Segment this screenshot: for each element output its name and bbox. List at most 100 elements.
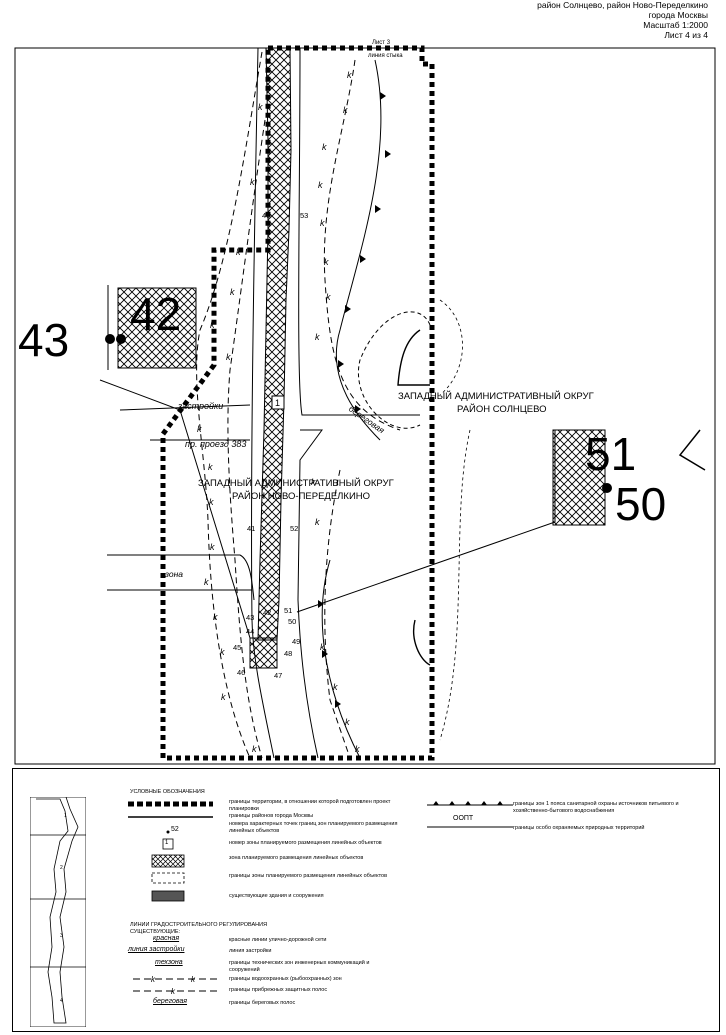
legend-symbols-right: [427, 801, 513, 828]
point-marker-42: [116, 334, 126, 344]
svg-text:k: k: [355, 744, 360, 754]
match-line-label: линия стыка: [368, 53, 403, 59]
line-text-techzone: границы технических зон инженерных комму…: [229, 960, 370, 973]
line-text-building: линия застройки: [229, 948, 272, 954]
svg-text:k: k: [210, 320, 215, 330]
legend-item-zone-border: границы зоны планируемого размещения лин…: [229, 873, 388, 879]
big-number-42: 42: [130, 288, 181, 340]
oopt-sample: ООПТ: [453, 815, 474, 822]
svg-text:k: k: [347, 70, 352, 80]
sanitary-zone-ticks: [338, 92, 391, 413]
svg-text:k: k: [324, 257, 329, 267]
svg-text:k: k: [315, 517, 320, 527]
point-marker-50: [602, 483, 612, 493]
district-east-line1: ЗАПАДНЫЙ АДМИНИСТРАТИВНЫЙ ОКРУГ: [398, 390, 594, 402]
water-protection-zone-east: [323, 59, 401, 431]
svg-text:k: k: [221, 692, 226, 702]
east-link-line: [296, 430, 556, 613]
header-districts: район Солнцево, район Ново-Переделкино: [537, 0, 708, 10]
point-label: 41: [247, 524, 255, 533]
line-sample-red: красная: [153, 935, 180, 942]
legend-item-zone-number: номер зоны планируемого размещения линей…: [229, 840, 382, 846]
zone-number: 1: [275, 398, 280, 408]
line-sample-techzone: техзона: [155, 959, 183, 966]
point-marker-43: [105, 334, 115, 344]
block-50-51: [552, 429, 606, 526]
legend: 1 2 3 4 УСЛОВНЫЕ ОБОЗНАЧЕНИЯ 52 1 границ…: [12, 768, 720, 1032]
svg-text:k: k: [333, 682, 338, 692]
svg-text:k: k: [220, 647, 225, 657]
point-label: 53: [300, 211, 308, 220]
water-protection-zone-west: [196, 51, 263, 759]
line-text-coastal-strip: границы прибрежных защитных полос: [229, 987, 328, 993]
map-frame: [14, 47, 716, 765]
point-label: 46: [237, 668, 245, 677]
road-edge-east-south: [297, 429, 323, 759]
regulation-subtitle: СУЩЕСТВУЮЩИЕ:: [130, 928, 181, 935]
point-label: 52: [290, 524, 298, 533]
point-label: 51: [284, 606, 292, 615]
zone-number-box: [271, 395, 285, 410]
legend-item-district-borders: границы районов города Москвы: [229, 813, 314, 819]
sanitary-zone-ticks-2: [318, 600, 341, 708]
key-map: 1 2 3 4: [30, 797, 86, 1027]
point-label: 45: [233, 643, 241, 652]
line-text-water-protection: границы водоохранных (рыбоохранных) зон: [229, 976, 342, 982]
svg-text:k: k: [311, 477, 316, 487]
line-sample-shore: береговая: [153, 998, 188, 1005]
key-map-sheet-2: 2: [60, 865, 63, 871]
line-text-red: красные линии улично-дорожной сети: [229, 937, 327, 943]
svg-text:k: k: [226, 352, 231, 362]
coastal-strip-west: [227, 119, 266, 759]
line-samples-water: k k k: [133, 975, 219, 996]
svg-text:k: k: [236, 247, 241, 257]
legend-right-oopt: границы особо охраняемых природных терри…: [513, 825, 645, 831]
building-line-west: [119, 404, 251, 411]
sheet-ref-label: Лист 3: [372, 40, 391, 46]
svg-text:k: k: [318, 180, 323, 190]
district-west-line2: РАЙОН НОВО-ПЕРЕДЕЛКИНО: [232, 490, 370, 502]
district-east-line2: РАЙОН СОЛНЦЕВО: [457, 403, 547, 415]
svg-text:k: k: [326, 292, 331, 302]
district-west-line1: ЗАПАДНЫЙ АДМИНИСТРАТИВНЫЙ ОКРУГ: [198, 477, 394, 489]
svg-text:k: k: [252, 744, 257, 754]
k-marks: kkk kkk kkk kkk kkk kkk kkk kkk kkk kk: [197, 70, 360, 754]
point-label: 42: [263, 608, 271, 617]
svg-text:k: k: [258, 102, 263, 112]
point-label: 43: [246, 613, 254, 622]
line-text-shore: границы береговых полос: [229, 1000, 296, 1006]
point-label: 40: [262, 211, 270, 220]
zone-line-west: [107, 554, 255, 601]
svg-text:k: k: [213, 612, 218, 622]
svg-text:k: k: [151, 975, 156, 984]
line-sample-building: линия застройки: [128, 946, 185, 953]
regulation-title-text: ЛИНИИ ГРАДОСТРОИТЕЛЬНОГО РЕГУЛИРОВАНИЯ: [130, 922, 268, 928]
header-scale: Масштаб 1:2000: [643, 20, 708, 30]
svg-text:k: k: [250, 177, 255, 187]
header-city: города Москвы: [648, 10, 708, 20]
diagonal-boundary: [99, 379, 251, 639]
key-map-sheet-4: 4: [60, 998, 63, 1004]
svg-text:k: k: [315, 332, 320, 342]
svg-text:k: k: [171, 987, 176, 996]
block-42-43: [117, 287, 197, 369]
legend-item-zone: зона планируемого размещения линейных об…: [229, 855, 364, 861]
shore-boundary-east: [358, 311, 431, 429]
point-label: 47: [274, 671, 282, 680]
big-number-51: 51: [585, 428, 636, 480]
point-label: 48: [284, 649, 292, 658]
road-edge-east: [298, 47, 420, 416]
stream-outline-south: [413, 619, 431, 666]
key-map-sheet-1: 1: [64, 813, 67, 819]
legend-title: УСЛОВНЫЕ ОБОЗНАЧЕНИЯ: [130, 789, 205, 795]
legend-symbols: [128, 801, 213, 902]
water-protection-zone-east-2: [324, 469, 351, 759]
point-label: 44: [246, 627, 254, 636]
planning-territory-boundary: [160, 45, 435, 761]
svg-text:k: k: [191, 975, 196, 984]
dashed-east-contour-2: [439, 429, 471, 741]
map-drawing: kkk kkk kkk kkk kkk kkk kkk kkk kkk kk 4…: [14, 40, 716, 765]
regulation-title: ЛИНИИ ГРАДОСТРОИТЕЛЬНОГО РЕГУЛИРОВАНИЯ С…: [130, 922, 267, 935]
building-line-label: застройки: [177, 401, 223, 411]
shore-label: береговая: [347, 403, 387, 435]
